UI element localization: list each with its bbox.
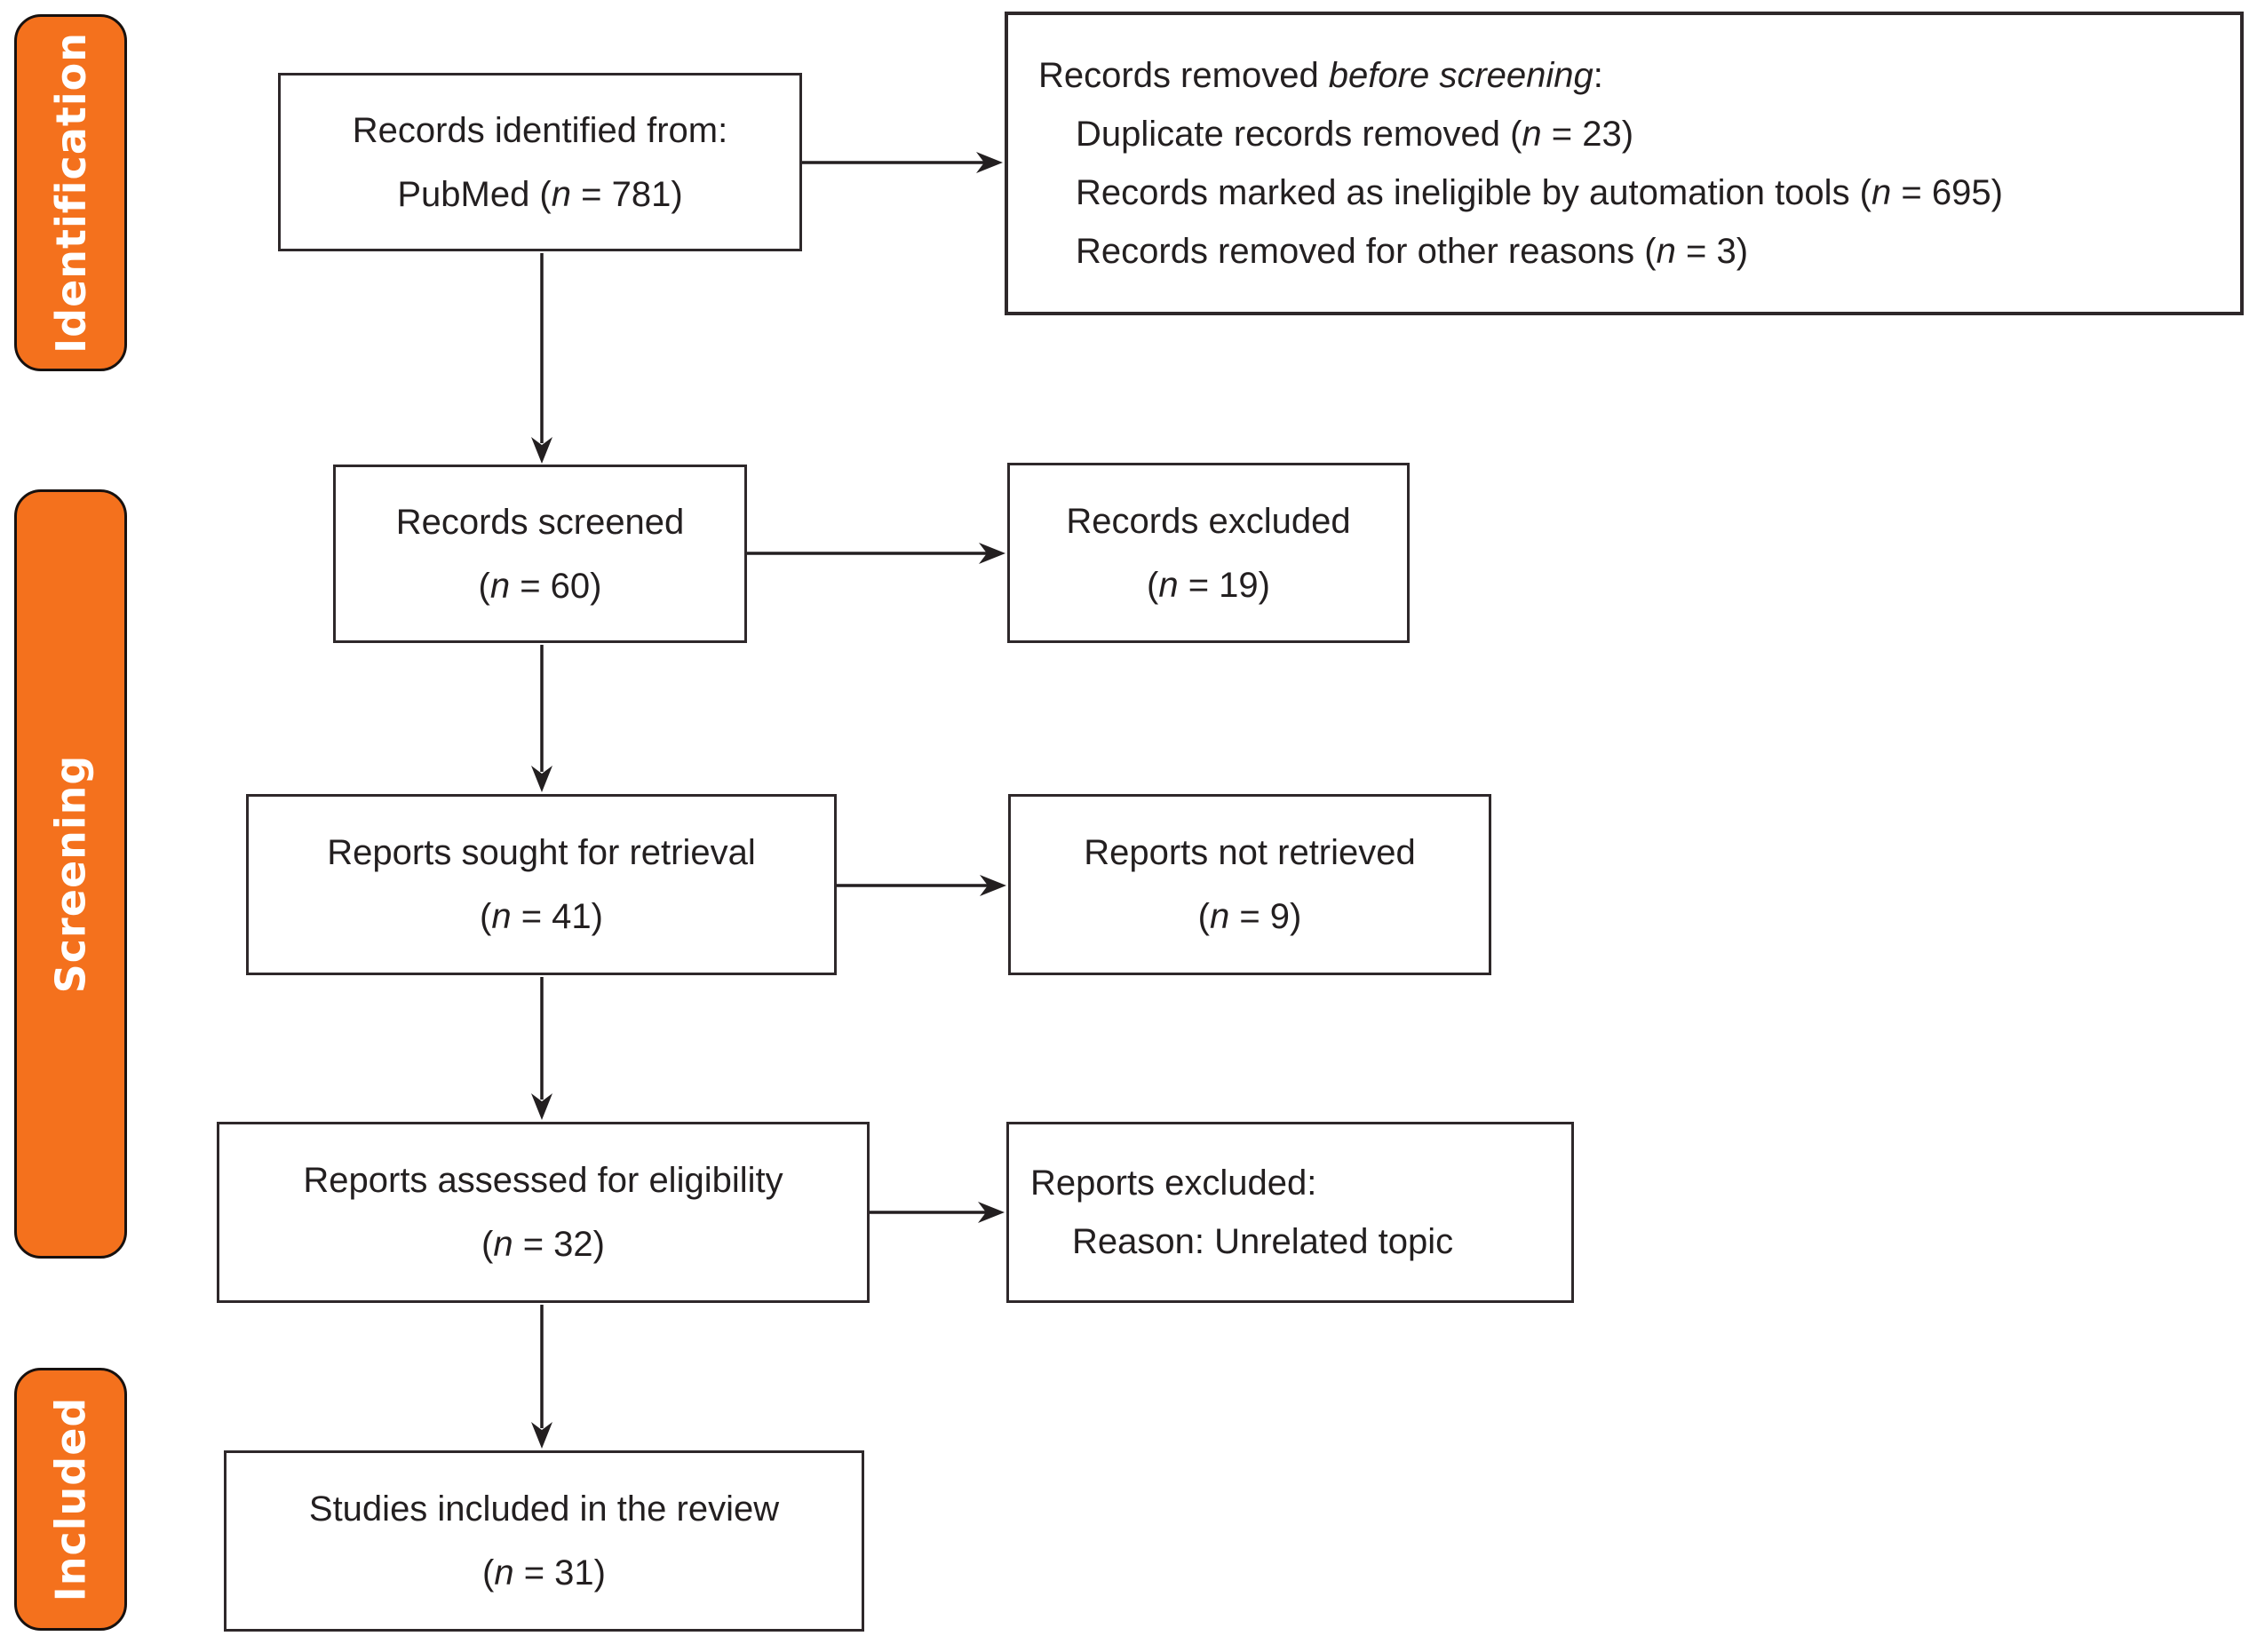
arrow-identified-to-removed	[802, 152, 1003, 173]
text-line: (n = 9)	[1197, 897, 1302, 936]
arrow-assessed-to-reportsexcluded	[870, 1202, 1005, 1223]
text-line: Records marked as ineligible by automati…	[1076, 173, 2003, 212]
arrow-screened-to-excluded	[747, 543, 1005, 564]
text-line: Records screened	[395, 502, 685, 542]
text-line: Studies included in the review	[308, 1489, 780, 1529]
arrow-identified-to-screened	[531, 253, 552, 464]
text-line: (n = 60)	[478, 566, 602, 606]
arrow-sought-to-assessed	[531, 977, 552, 1120]
box-studies-included: Studies included in the review (n = 31)	[224, 1450, 864, 1632]
box-reports-not-retrieved: Reports not retrieved (n = 9)	[1008, 794, 1491, 975]
text-line: Reason: Unrelated topic	[1072, 1222, 1454, 1261]
box-records-identified: Records identified from: PubMed (n = 781)	[278, 73, 802, 251]
text-line: (n = 19)	[1147, 565, 1270, 605]
box-reports-sought-for-retrieval: Reports sought for retrieval (n = 41)	[246, 794, 837, 975]
text-line: Duplicate records removed (n = 23)	[1076, 115, 1634, 154]
stage-identification: Identification	[14, 14, 127, 371]
text-line: PubMed (n = 781)	[397, 174, 683, 214]
text-line: Records identified from:	[352, 110, 728, 150]
stage-identification-label: Identification	[46, 32, 95, 353]
box-records-screened: Records screened (n = 60)	[333, 465, 747, 643]
arrow-assessed-to-included	[531, 1305, 552, 1449]
text-line: Records removed before screening:	[1038, 56, 1603, 95]
arrow-sought-to-notretrieved	[837, 875, 1006, 896]
box-records-excluded: Records excluded (n = 19)	[1007, 463, 1410, 643]
text-line: (n = 41)	[480, 897, 603, 936]
stage-screening: Screening	[14, 489, 127, 1259]
text-line: Reports excluded:	[1030, 1164, 1317, 1203]
arrow-screened-to-sought	[531, 645, 552, 792]
box-records-removed-before-screening: Records removed before screening: Duplica…	[1005, 12, 2244, 315]
text-line: Reports sought for retrieval	[327, 833, 756, 872]
stage-included-label: Included	[46, 1396, 95, 1602]
text-line: Records removed for other reasons (n = 3…	[1076, 232, 1749, 271]
text-line: Records excluded	[1066, 501, 1351, 541]
text-line: Reports assessed for eligibility	[303, 1161, 783, 1200]
stage-included: Included	[14, 1368, 127, 1631]
box-reports-assessed-for-eligibility: Reports assessed for eligibility (n = 32)	[217, 1122, 870, 1303]
stage-screening-label: Screening	[46, 754, 95, 994]
text-line: (n = 31)	[482, 1553, 606, 1592]
box-reports-excluded: Reports excluded: Reason: Unrelated topic	[1006, 1122, 1574, 1303]
text-line: Reports not retrieved	[1084, 833, 1416, 872]
text-line: (n = 32)	[481, 1225, 605, 1264]
